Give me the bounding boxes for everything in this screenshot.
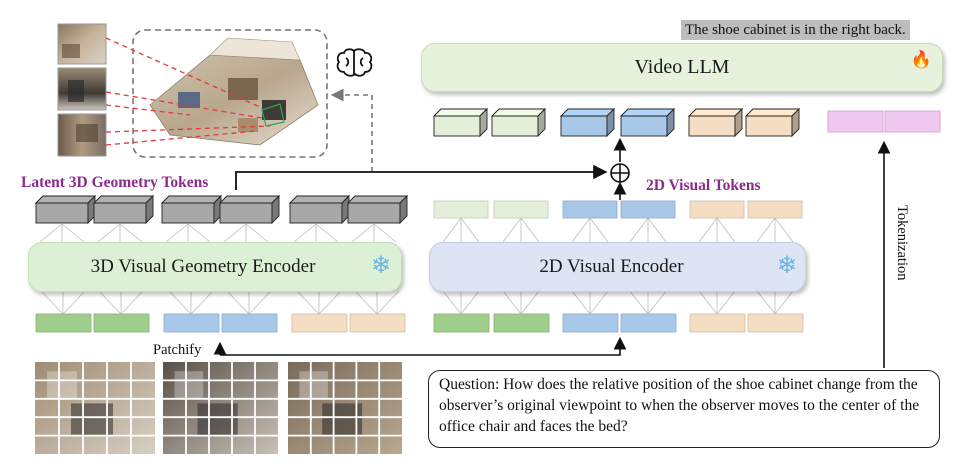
- patch-token: [93, 313, 150, 333]
- latent-geometry-token: [218, 194, 281, 225]
- latent-to-fusion-arrow: [235, 164, 608, 190]
- visual-token: [747, 200, 803, 219]
- llm-input-token: [432, 107, 489, 138]
- text-token: [884, 110, 941, 133]
- patch-token: [221, 313, 278, 333]
- snowflake-icon: ❄: [776, 251, 797, 279]
- patch-token-rows: [35, 313, 804, 333]
- input-frame-office: [35, 362, 155, 454]
- llm-input-token: [619, 107, 676, 138]
- patch-token: [163, 313, 220, 333]
- patch-token: [35, 313, 92, 333]
- latent-geometry-token: [92, 194, 155, 225]
- geometry-encoder-label: 3D Visual Geometry Encoder: [90, 256, 316, 277]
- question-text: Question: How does the relative position…: [439, 376, 920, 435]
- reconstruction-frame: [132, 29, 328, 158]
- visual-tokens-label: 2D Visual Tokens: [646, 177, 761, 194]
- flame-icon: 🔥: [910, 50, 932, 70]
- visual-token: [620, 200, 676, 219]
- latent-geometry-token: [160, 194, 223, 225]
- visual-encoder-label: 2D Visual Encoder: [539, 256, 684, 277]
- geometry-encoder-box: 3D Visual Geometry Encoder ❄: [28, 242, 402, 292]
- llm-input-token: [490, 107, 547, 138]
- visual-encoder-top-connections: [442, 217, 794, 243]
- feedback-arrow: [330, 88, 373, 172]
- patch-token: [689, 313, 746, 333]
- video-llm-label: Video LLM: [634, 56, 730, 78]
- latent-geometry-token: [288, 194, 351, 225]
- correspondence-lines: [105, 37, 271, 146]
- latent-geometry-token: [346, 194, 409, 225]
- video-llm-box: Video LLM 🔥: [421, 43, 943, 92]
- text-token: [827, 110, 884, 133]
- input-frame-bedroom: [288, 362, 402, 454]
- visual-token: [562, 200, 618, 219]
- patch-token: [291, 313, 348, 333]
- patch-token: [433, 313, 490, 333]
- llm-input-token: [559, 107, 616, 138]
- patch-token: [562, 313, 619, 333]
- patch-token: [620, 313, 677, 333]
- visual-token: [433, 200, 489, 219]
- llm-input-token: [687, 107, 744, 138]
- latent-geometry-token-row: [34, 194, 409, 225]
- patchify-arrow-2d: [220, 336, 627, 356]
- llm-input-token: [744, 107, 801, 138]
- input-frame-grids: [35, 362, 402, 454]
- tokenization-label: Tokenization: [894, 205, 910, 281]
- visual-token: [493, 200, 549, 219]
- answer-text: The shoe cabinet is in the right back.: [681, 20, 910, 40]
- add-circle-icon: [610, 163, 630, 183]
- visual-token: [689, 200, 745, 219]
- patchify-label: Patchify: [153, 342, 202, 358]
- text-token-row: [827, 110, 941, 133]
- llm-input-token-row: [432, 107, 801, 138]
- geometry-encoder-bottom-connections: [40, 290, 400, 315]
- patch-token: [747, 313, 804, 333]
- input-view-stack: [57, 23, 107, 157]
- latent-tokens-label: Latent 3D Geometry Tokens: [21, 174, 209, 191]
- patch-token: [349, 313, 406, 333]
- input-frame-chair: [163, 362, 278, 454]
- brain-icon: [336, 48, 373, 77]
- geometry-encoder-top-connections: [39, 223, 397, 243]
- patch-token: [493, 313, 550, 333]
- visual-encoder-bottom-connections: [442, 290, 794, 315]
- reconstructed-scene: [149, 37, 319, 146]
- visual-token-row: [433, 200, 803, 219]
- visual-encoder-box: 2D Visual Encoder ❄: [429, 242, 806, 292]
- snowflake-icon: ❄: [370, 251, 391, 279]
- latent-geometry-token: [34, 194, 97, 225]
- question-box: Question: How does the relative position…: [428, 370, 940, 448]
